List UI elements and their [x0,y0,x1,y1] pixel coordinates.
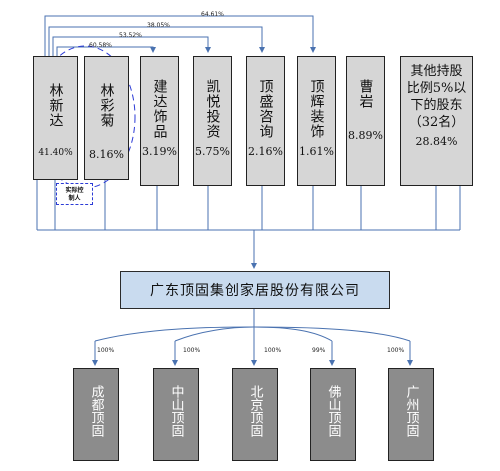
control-line-jianda [56,46,156,56]
subsidiary-zhongshan: 中山顶固 [153,368,199,461]
control-line-dinghui [44,15,316,56]
shareholder-name: 曹岩 [357,79,374,109]
shareholder-name: 顶辉装饰 [308,79,325,139]
company-box: 广东顶固集创家居股份有限公司 [120,271,390,309]
shareholder-pct: 8.89% [348,129,383,142]
shareholder-pct: 28.84% [415,135,458,148]
actual-controller-label: 实际控 制人 [56,183,93,205]
control-label-53: 53.52% [119,32,142,39]
control-label-38: 38.05% [147,22,170,29]
shareholder-pct: 5.75% [195,145,230,158]
sub-pct-foshan: 99% [312,347,326,354]
shareholder-kaiyue: 凯悦投资 5.75% [193,56,232,186]
shareholder-dinghui: 顶辉装饰 1.61% [297,56,336,186]
sub-pct-chengdu: 100% [97,347,115,354]
shareholder-pct: 2.16% [248,145,283,158]
shareholder-name: 林新达 [47,83,64,128]
sub-pct-beijing: 100% [264,347,282,354]
shareholder-pct: 3.19% [142,145,177,158]
sub-pct-zhongshan: 100% [183,347,201,354]
subsidiary-beijing: 北京顶固 [232,368,278,461]
sub-pct-guangzhou: 100% [387,347,405,354]
shareholder-pct: 41.40% [38,148,73,158]
shareholder-name: 顶盛咨询 [257,79,274,139]
subsidiary-chengdu: 成都顶固 [73,368,119,461]
control-label-60: 60.58% [89,42,112,49]
shareholder-lin-caiju: 林彩菊 8.16% [84,56,129,180]
shareholder-jianda: 建达饰品 3.19% [140,56,179,186]
shareholder-dingsheng: 顶盛咨询 2.16% [246,56,285,186]
control-line-dingsheng [48,26,265,56]
shareholder-pct: 1.61% [299,145,334,158]
shareholder-lin-xinda: 林新达 41.40% [33,56,78,180]
shareholder-name: 凯悦投资 [204,79,221,139]
shareholder-pct: 8.16% [89,148,124,161]
control-label-64: 64.61% [201,11,224,18]
shareholder-others: 其他持股 比例5%以 下的股东 （32名） 28.84% [400,56,473,186]
shareholder-cao-yan: 曹岩 8.89% [346,56,385,186]
shareholder-name: 其他持股 比例5%以 下的股东 （32名） [406,64,467,130]
subsidiary-foshan: 佛山顶固 [310,368,356,461]
subsidiary-guangzhou: 广州顶固 [388,368,434,461]
control-line-kaiyue [52,36,211,56]
shareholder-name: 建达饰品 [151,79,168,139]
shareholder-name: 林彩菊 [98,83,115,128]
